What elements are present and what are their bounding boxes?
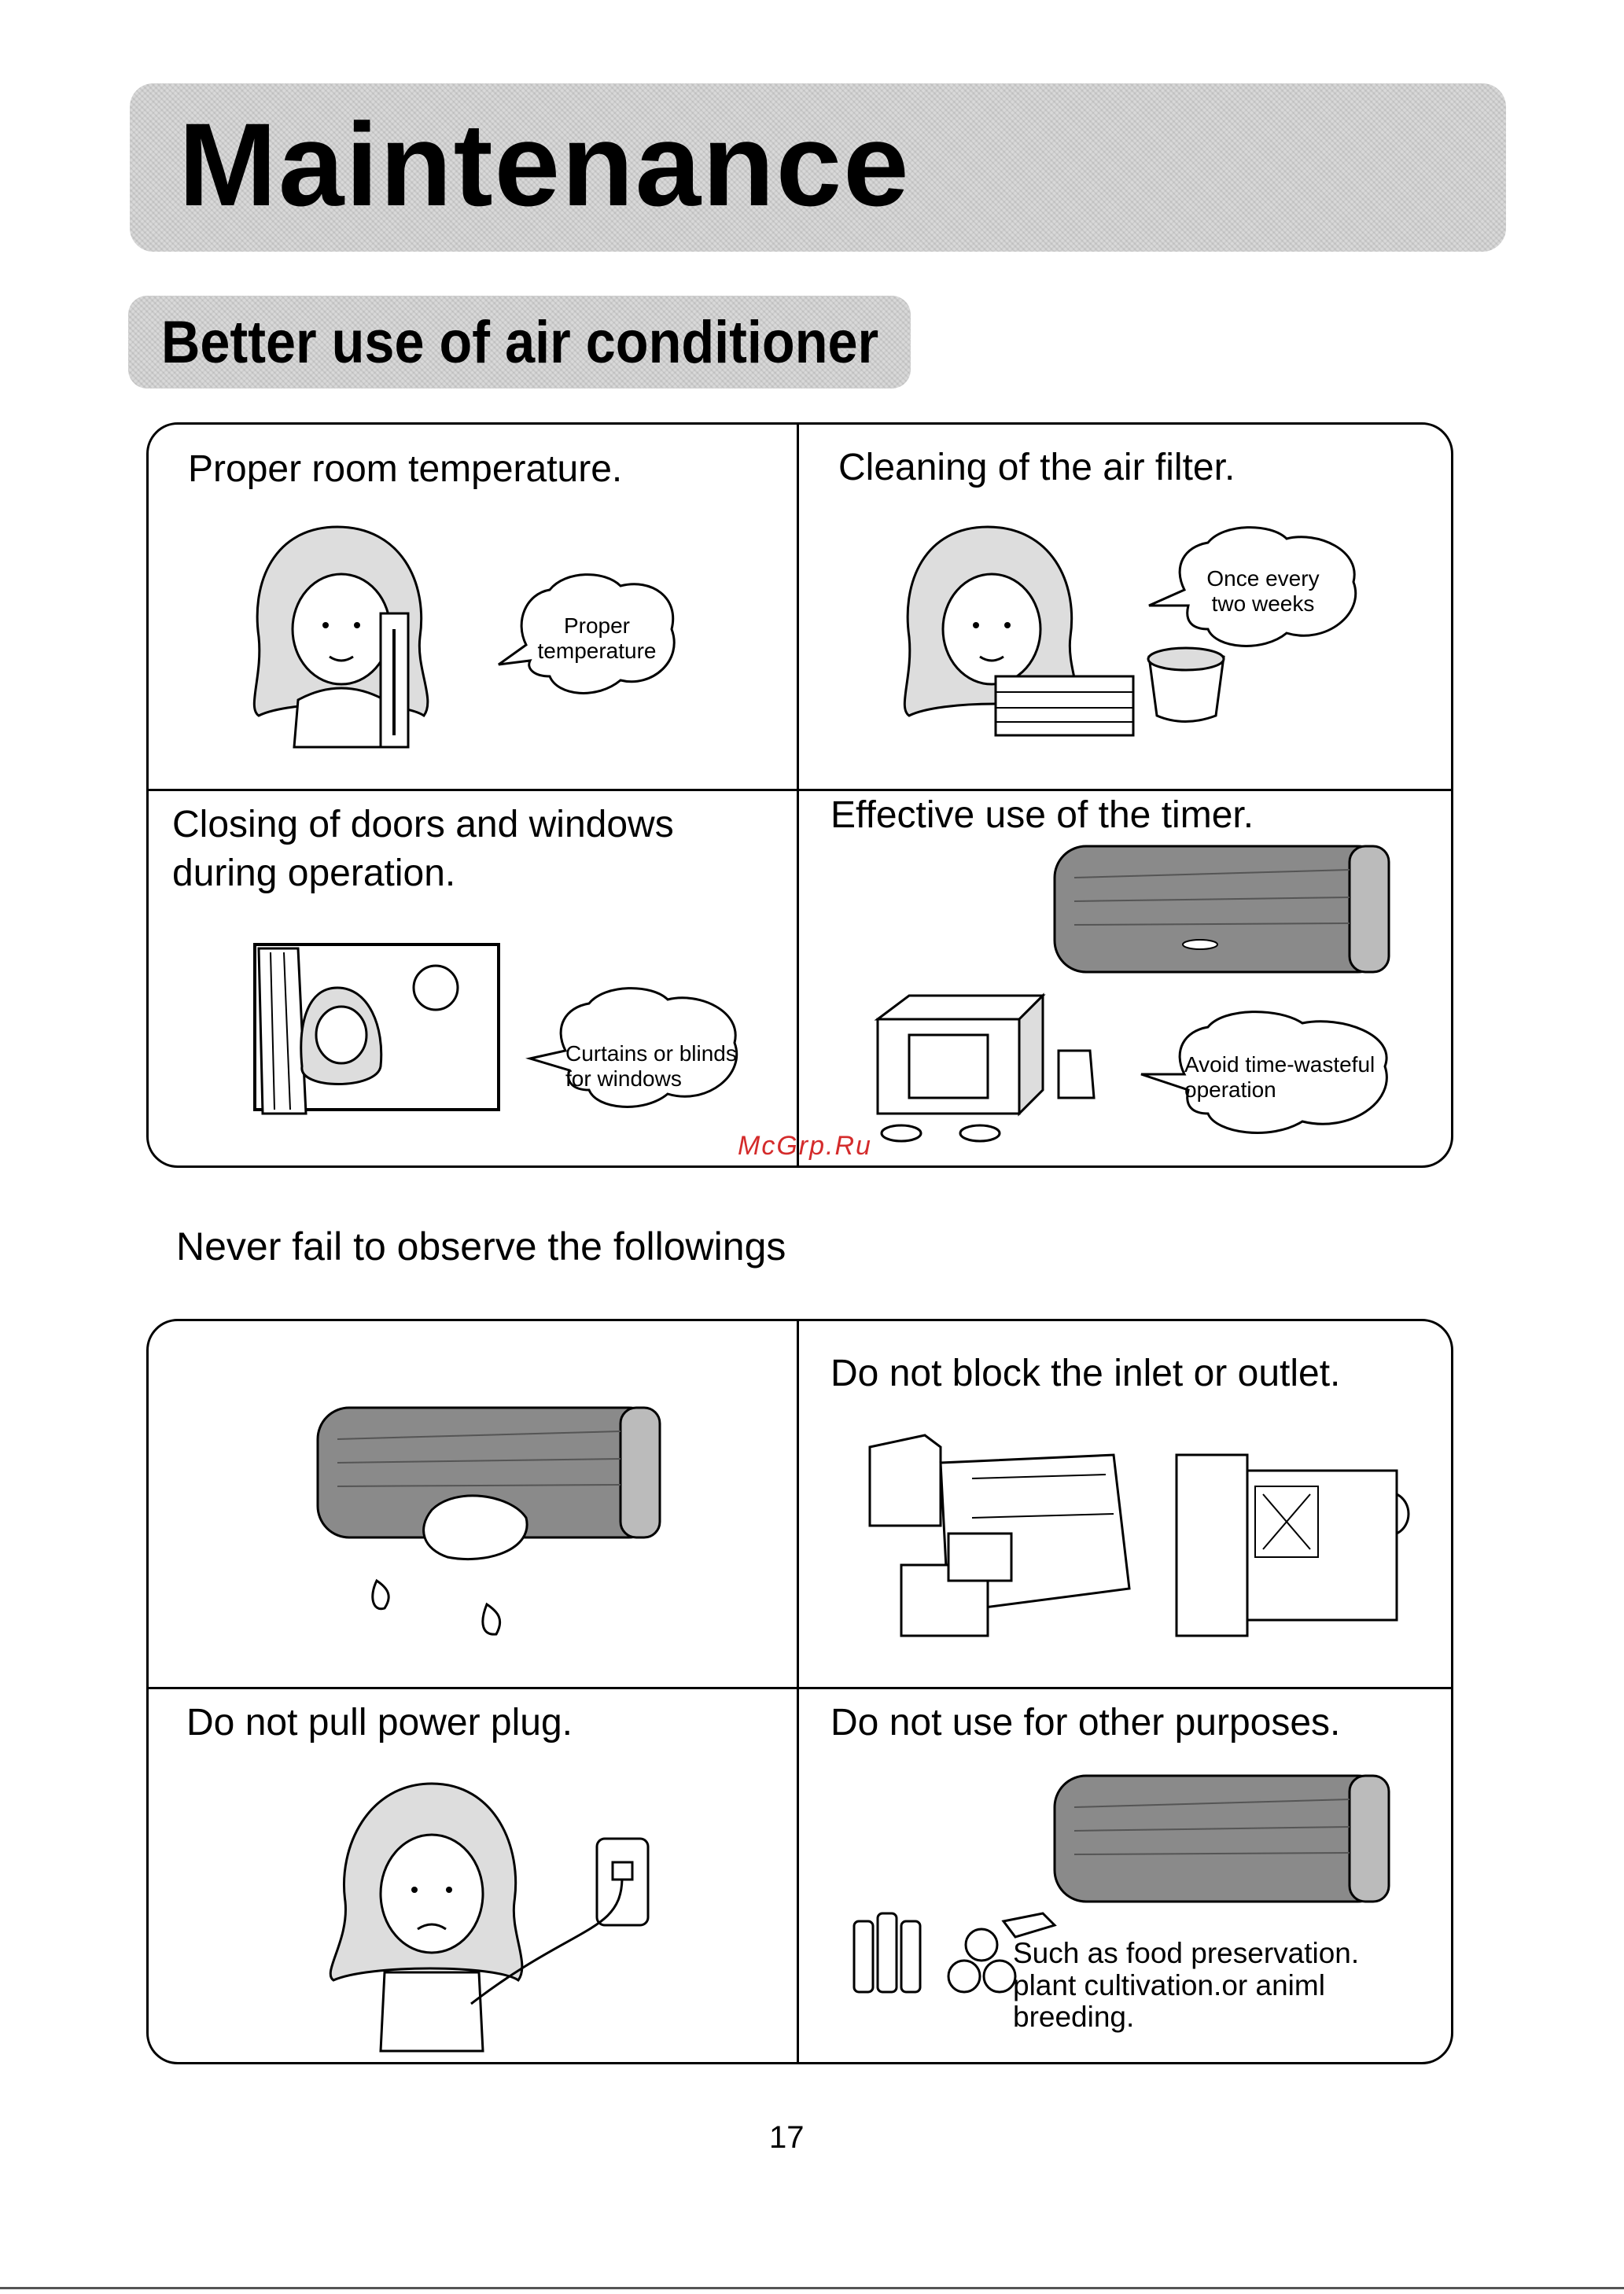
girl-pulling-plug-illustration: [329, 1782, 650, 2053]
timer-character-illustration: [874, 992, 1096, 1143]
rule-title: Do not pull power plug.: [186, 1702, 573, 1744]
speech-bubble: [498, 573, 676, 694]
other-purposes-note: Such as food preservation.plant cultivat…: [1013, 1937, 1360, 2034]
speech-bubble: [1140, 1011, 1388, 1134]
panel-divider-horizontal: [149, 1687, 1451, 1689]
page-number: 17: [769, 2120, 805, 2155]
tip-title: Proper room temperature.: [188, 448, 623, 490]
air-conditioner-unit: [1053, 1774, 1390, 1903]
girl-thermometer-illustration: [252, 525, 429, 749]
window-curtain-illustration: [253, 943, 500, 1115]
observe-panel: Do not block the inlet or outlet. Do not…: [146, 1319, 1453, 2064]
watermark: McGrp.Ru: [738, 1131, 872, 1161]
rule-title: Do not block the inlet or outlet.: [830, 1353, 1341, 1394]
wiping-air-conditioner-illustration: [316, 1406, 661, 1636]
air-conditioner-unit: [1053, 845, 1390, 974]
tip-title: Cleaning of the air filter.: [838, 447, 1235, 488]
tip-title: Effective use of the timer.: [830, 794, 1254, 836]
panel-divider-vertical: [797, 425, 799, 1165]
rule-title: Do not use for other purposes.: [830, 1702, 1341, 1744]
speech-bubble: [1148, 526, 1357, 647]
panel-divider-horizontal: [149, 789, 1451, 791]
rule-do-not-block: Do not block the inlet or outlet.: [799, 1321, 1456, 1687]
rule-do-not-pull-plug: Do not pull power plug.: [149, 1689, 797, 2067]
bottles-and-cans-illustration: [853, 1912, 1057, 1994]
observe-heading: Never fail to observe the followings: [176, 1224, 786, 1269]
section-title: Better use of air conditioner: [161, 309, 879, 376]
girl-filter-illustration: [903, 525, 1225, 737]
panel-divider-vertical: [797, 1321, 799, 2062]
subtitle-band: Better use of air conditioner: [128, 296, 911, 388]
rule-other-purposes: Do not use for other purposes. Such as f…: [799, 1689, 1456, 2067]
rule-clean-unit: [149, 1321, 797, 1687]
page-title: Maintenance: [179, 98, 911, 230]
speech-bubble: [525, 987, 738, 1108]
title-band: Maintenance: [130, 83, 1506, 252]
blocked-outdoor-unit-illustration: [1175, 1453, 1410, 1637]
tip-timer: Effective use of the timer. Avoid time-w…: [799, 791, 1456, 1170]
page-bottom-rule: [0, 2287, 1624, 2289]
blocked-indoor-unit-illustration: [868, 1434, 1131, 1637]
